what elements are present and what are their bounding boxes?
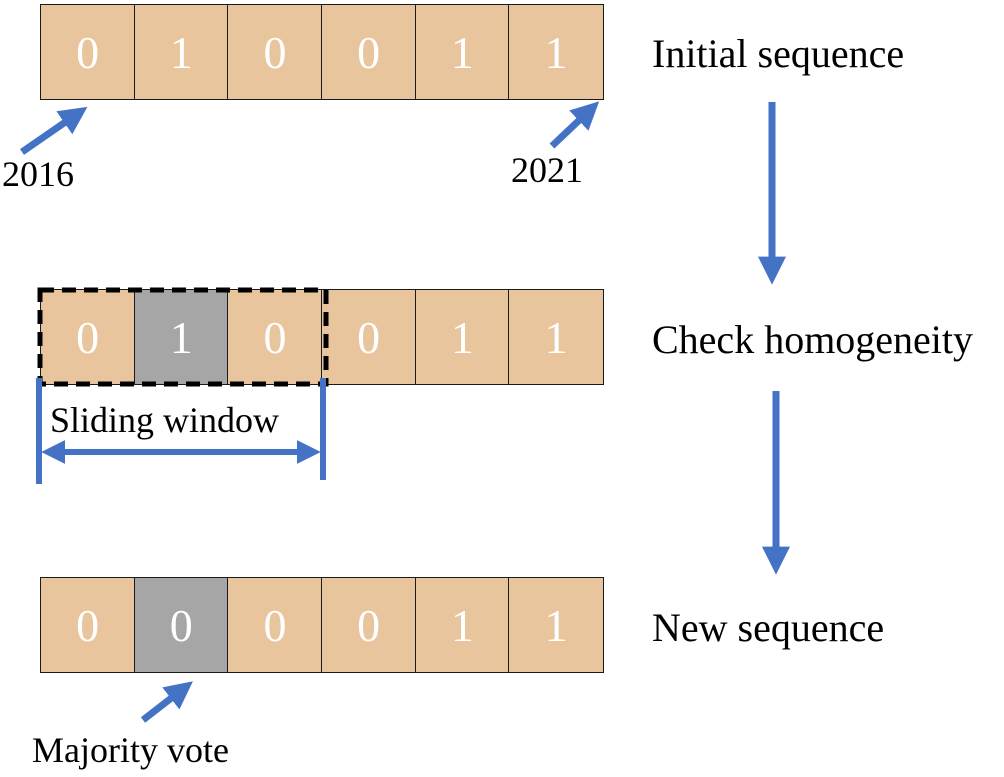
sequence-cell: 1 xyxy=(414,289,510,385)
highlighted-cell: 1 xyxy=(133,289,229,385)
sequence-cell: 0 xyxy=(321,577,417,673)
sequence-cell: 0 xyxy=(40,4,136,100)
majority-vote-label: Majority vote xyxy=(32,730,229,770)
sequence-cell: 0 xyxy=(321,4,417,100)
initial-sequence-row: 0 1 0 0 1 1 xyxy=(40,4,611,100)
sequence-cell: 0 xyxy=(321,289,417,385)
check-homogeneity-row: 0 1 0 0 1 1 xyxy=(40,289,611,385)
sequence-cell: 1 xyxy=(414,4,510,100)
sequence-cell: 0 xyxy=(40,289,136,385)
new-sequence-row: 0 0 0 0 1 1 xyxy=(40,577,611,673)
end-year-arrow xyxy=(549,101,600,149)
sliding-window-label: Sliding window xyxy=(50,400,280,440)
sequence-cell: 0 xyxy=(227,289,323,385)
sequence-cell: 1 xyxy=(508,289,604,385)
end-year-label: 2021 xyxy=(511,150,583,190)
start-year-arrow xyxy=(20,106,88,155)
sequence-cell: 1 xyxy=(508,4,604,100)
start-year-label: 2016 xyxy=(2,154,74,194)
check-homogeneity-label: Check homogeneity xyxy=(652,317,974,362)
sliding-window-frame xyxy=(37,287,329,387)
highlighted-cell: 0 xyxy=(133,577,229,673)
sequence-cell: 1 xyxy=(414,577,510,673)
sequence-cell: 0 xyxy=(227,4,323,100)
majority-vote-arrow xyxy=(140,681,193,723)
initial-sequence-label: Initial sequence xyxy=(652,31,905,76)
sequence-cell: 0 xyxy=(40,577,136,673)
sequence-cell: 1 xyxy=(133,4,229,100)
new-sequence-label: New sequence xyxy=(652,605,885,650)
sequence-cell: 1 xyxy=(508,577,604,673)
